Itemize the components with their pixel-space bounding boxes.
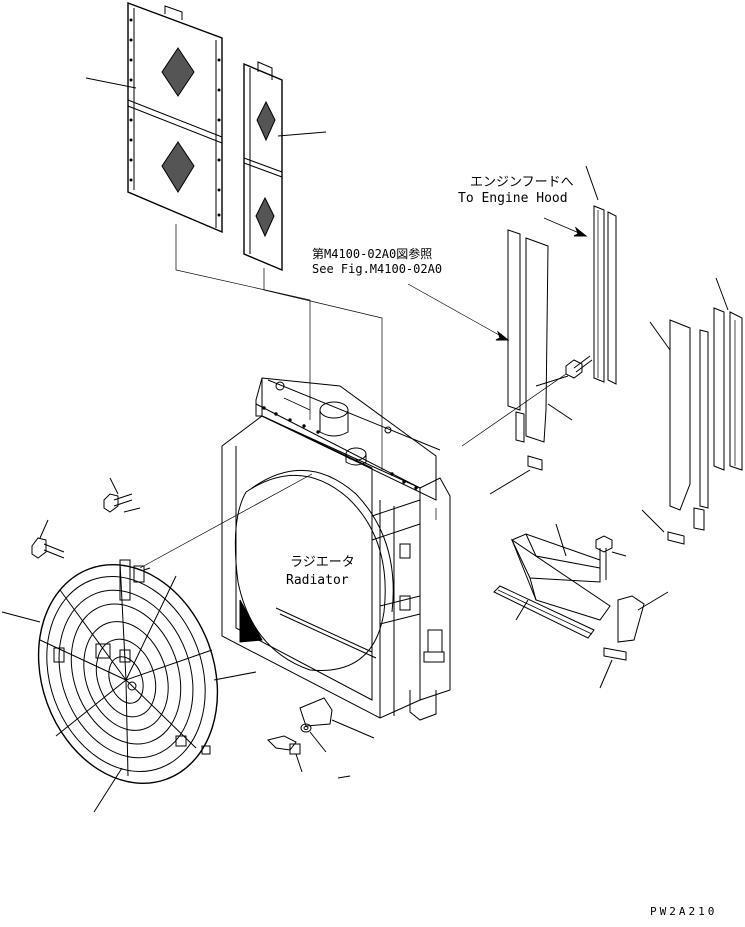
hex-bolt-fan [103, 477, 133, 513]
bracket-right [617, 591, 669, 643]
hex-bolt-upper [565, 355, 593, 379]
engine-hood-label-jp: エンジンフードへ [470, 175, 574, 190]
seal-strip-group-upper [507, 205, 617, 471]
small-screen-panel [243, 61, 283, 272]
figure-reference-label-jp: 第M4100-02A0図参照 [312, 247, 433, 261]
washer [300, 723, 327, 753]
seal-strip-lower [493, 585, 595, 639]
fan-guard [37, 559, 219, 784]
radiator-assembly [221, 377, 451, 721]
figure-reference-label-en: See Fig.M4100-02A0 [312, 262, 443, 276]
seal-strip-group-right [667, 307, 743, 545]
seal-block-lower [599, 647, 627, 689]
wing-bolt [267, 735, 303, 773]
radiator-label-en: Radiator [286, 573, 349, 588]
radiator-label-jp: ラジエータ [290, 555, 355, 570]
under-cover-panel [510, 523, 611, 621]
large-screen-panel [127, 1, 223, 234]
hex-bolt-cover [595, 535, 627, 580]
hex-bolt-guard [31, 519, 65, 559]
cover-plate [299, 697, 375, 739]
engine-hood-label-en: To Engine Hood [458, 191, 568, 206]
drawing-code: PW2A210 [650, 905, 718, 918]
